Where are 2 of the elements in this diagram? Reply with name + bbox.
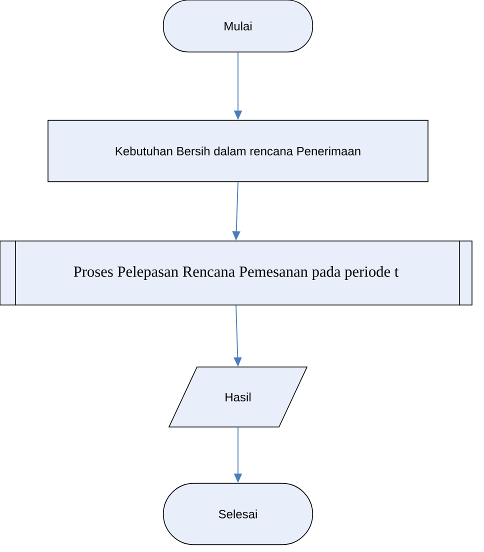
predefined-process-box: Proses Pelepasan Rencana Pemesanan pada periode t xyxy=(0,240,472,306)
process-box: Kebutuhan Bersih dalam rencana Penerimaan xyxy=(48,120,428,182)
